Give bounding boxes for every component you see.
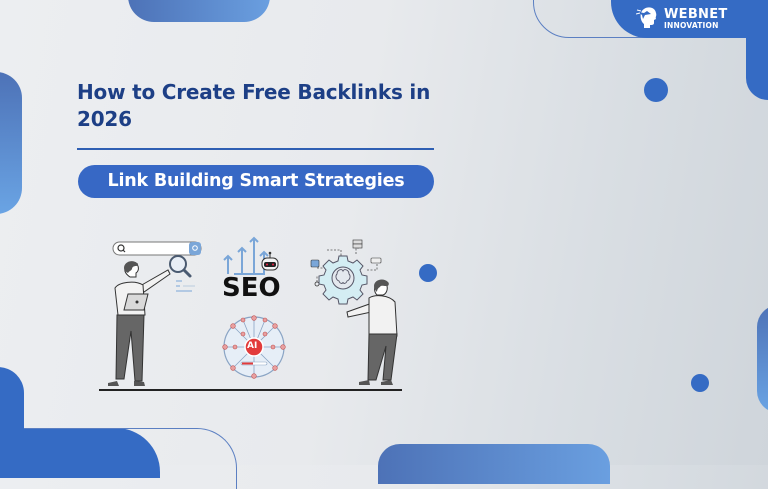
right-figure-illustration [303, 236, 408, 390]
decor-dot-3 [691, 374, 709, 392]
head-with-bird-icon [635, 6, 660, 32]
ai-network-icon: AI [219, 312, 289, 382]
decor-bottom-outline [24, 428, 237, 489]
decor-right-pill [757, 305, 768, 413]
left-figure-illustration [100, 238, 210, 390]
brand-subname: INNOVATION [664, 21, 719, 30]
decor-top-pill [128, 0, 270, 22]
seo-growth-arrows [222, 234, 292, 276]
ground-line [99, 389, 402, 391]
ai-label: AI [247, 341, 258, 351]
decor-left-pill [0, 72, 22, 214]
brand-name: WEBNET [664, 7, 728, 22]
title-divider [77, 148, 434, 150]
decor-dot-2 [419, 264, 437, 282]
decor-dot-1 [644, 78, 668, 102]
decor-right-block [746, 0, 768, 100]
page-title: How to Create Free Backlinks in 2026 [77, 80, 431, 131]
decor-bottom-pill [378, 444, 610, 484]
subtitle-badge: Link Building Smart Strategies [78, 165, 434, 198]
seo-label: SEO [222, 273, 281, 303]
brand-logo[interactable]: WEBNET INNOVATION [635, 6, 728, 32]
decor-top-right-block [611, 0, 768, 38]
